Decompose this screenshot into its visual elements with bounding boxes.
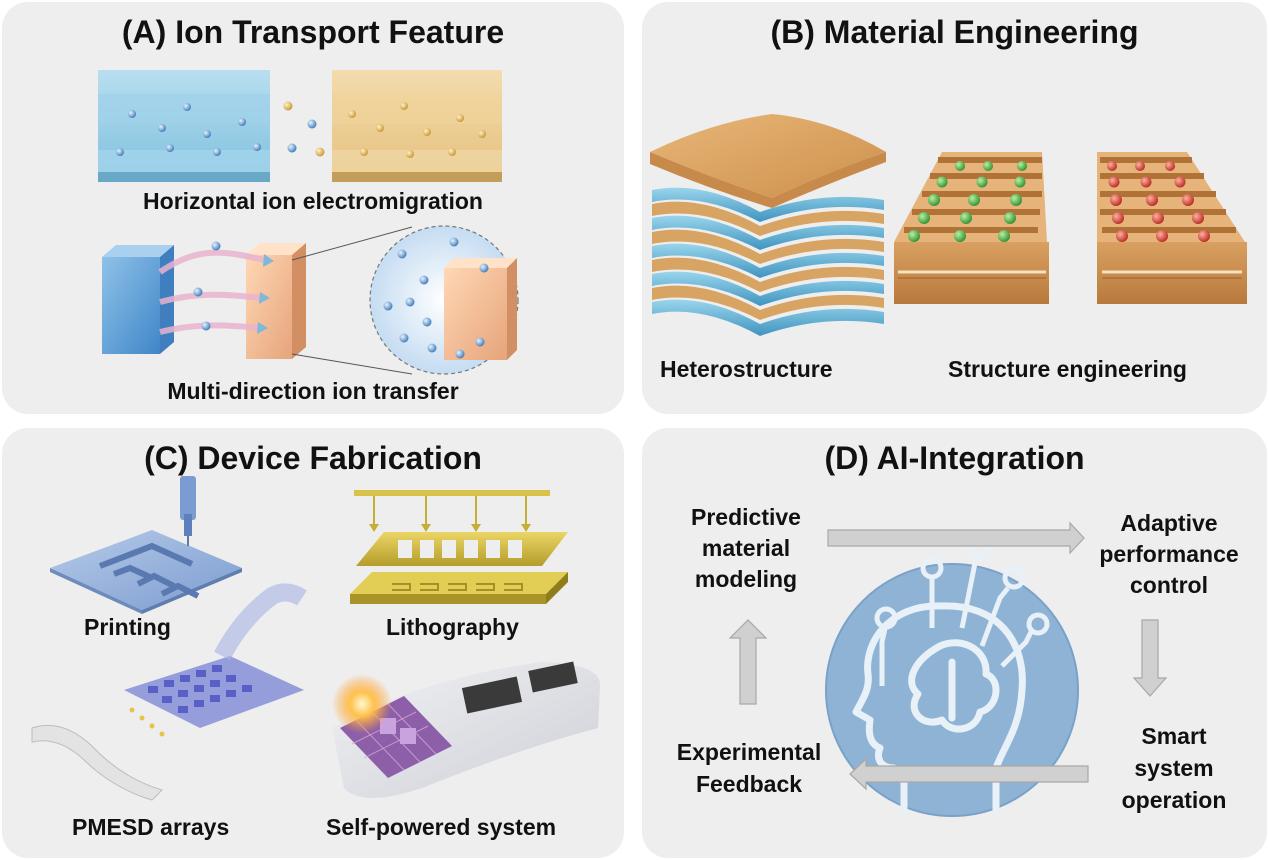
- horizontal-electromigration-illustration: [98, 70, 519, 375]
- ai-cycle-diagram: [728, 521, 1168, 817]
- label-experimental-feedback: Experimental Feedback: [676, 739, 822, 797]
- label-pmesd-arrays: PMESD arrays: [72, 814, 230, 840]
- panel-title-c: (C) Device Fabrication: [144, 440, 482, 476]
- circuit-nodes-icon: [874, 536, 1050, 686]
- label-horizontal-electromigration: Horizontal ion electromigration: [143, 188, 483, 214]
- arrow-left: [849, 757, 1089, 791]
- pmesd-arrays-illustration: [31, 583, 307, 801]
- device-fabrication-illustrations: [31, 476, 601, 801]
- label-structure-engineering: Structure engineering: [948, 356, 1187, 382]
- heterostructure-illustration: [650, 114, 1247, 336]
- arrow-down: [1132, 619, 1168, 697]
- lithography-illustration: [350, 490, 568, 604]
- panel-title-d: (D) AI-Integration: [824, 440, 1085, 476]
- label-predictive-modeling: Predictive material modeling: [691, 504, 801, 592]
- arrow-up: [728, 619, 768, 705]
- label-smart-system-operation: Smart system operation: [1121, 723, 1227, 813]
- panel-title-b: (B) Material Engineering: [770, 14, 1139, 50]
- label-self-powered-system: Self-powered system: [326, 814, 557, 840]
- label-adaptive-control: Adaptive performance control: [1099, 510, 1239, 598]
- label-multi-direction-transfer: Multi-direction ion transfer: [167, 378, 459, 404]
- arrow-right: [827, 521, 1085, 555]
- panel-device-fabrication: (C) Device Fabrication: [2, 428, 624, 858]
- label-heterostructure: Heterostructure: [660, 356, 833, 382]
- panel-material-engineering: (B) Material Engineering: [642, 2, 1267, 414]
- panel-title-a: (A) Ion Transport Feature: [121, 14, 505, 50]
- stack-layers: [650, 114, 886, 336]
- label-lithography: Lithography: [386, 614, 519, 640]
- label-printing: Printing: [84, 614, 171, 640]
- green-ion-block: [894, 152, 1049, 304]
- self-powered-system-illustration: [332, 661, 601, 798]
- panel-ai-integration: (D) AI-Integration: [642, 428, 1267, 858]
- panel-ion-transport: (A) Ion Transport Feature: [2, 2, 624, 414]
- ai-head-icon: [852, 602, 1026, 816]
- red-ion-block: [1097, 152, 1247, 304]
- printing-illustration: [50, 476, 242, 614]
